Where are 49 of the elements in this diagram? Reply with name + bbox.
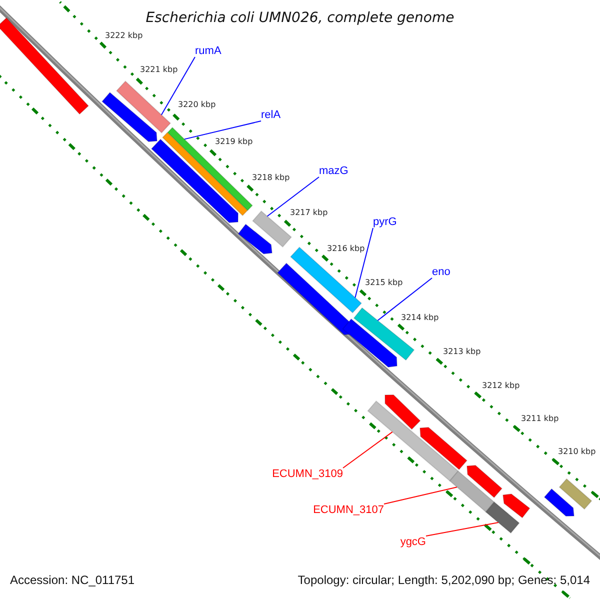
tick-label: 3222 kbp [105, 31, 143, 41]
gene-label: mazG [319, 165, 348, 177]
leader-line [184, 120, 262, 140]
leader-line [342, 431, 393, 468]
leader-line [354, 228, 374, 298]
tick-label: 3218 kbp [252, 173, 290, 183]
tick-label: 3212 kbp [482, 381, 520, 391]
tick-label: 3219 kbp [215, 137, 253, 147]
gene-feature [238, 224, 273, 254]
tick-label: 3217 kbp [290, 208, 328, 218]
gene-feature [367, 400, 459, 482]
leader-line [384, 486, 458, 504]
gene-feature [558, 478, 592, 510]
tick-label: 3213 kbp [443, 347, 481, 357]
tick-label: 3211 kbp [521, 414, 559, 424]
tick-label: 3214 kbp [401, 313, 439, 323]
leader-line [426, 522, 499, 536]
tick-label: 3221 kbp [140, 65, 178, 75]
gene-feature [485, 501, 520, 534]
leader-line [377, 278, 432, 322]
gene-feature [419, 426, 468, 470]
gene-feature [342, 318, 398, 368]
gene-feature [502, 493, 530, 518]
leader-line [160, 56, 196, 116]
gene-feature [384, 394, 421, 430]
gene-label: eno [432, 266, 450, 278]
gene-feature [101, 92, 158, 142]
tick-label: 3215 kbp [365, 278, 403, 288]
gene-label: ygcG [400, 536, 426, 548]
gene-label: relA [261, 109, 281, 121]
gene-feature [466, 464, 503, 498]
leader-line [266, 176, 320, 217]
gene-label: ECUMN_3109 [272, 468, 343, 480]
gene-feature [544, 488, 575, 517]
tick-label: 3216 kbp [327, 244, 365, 254]
gene-feature [116, 80, 172, 134]
tick-label: 3220 kbp [178, 100, 216, 110]
gene-feature [449, 470, 495, 513]
gene-feature [150, 138, 239, 224]
gene-label: pyrG [373, 216, 397, 228]
tick-label: 3210 kbp [558, 447, 596, 457]
gene-label: rumA [195, 45, 222, 57]
gene-feature [290, 246, 362, 314]
title: Escherichia coli UMN026, complete genome [144, 9, 456, 27]
info-text: Accession: NC_011751 [10, 573, 135, 587]
info-text: Topology: circular; Length: 5,202,090 bp; Genes: 5,014 [298, 573, 590, 587]
gene-label: ECUMN_3107 [313, 504, 384, 516]
gene-feature [0, 17, 90, 115]
gene-feature [252, 210, 292, 248]
